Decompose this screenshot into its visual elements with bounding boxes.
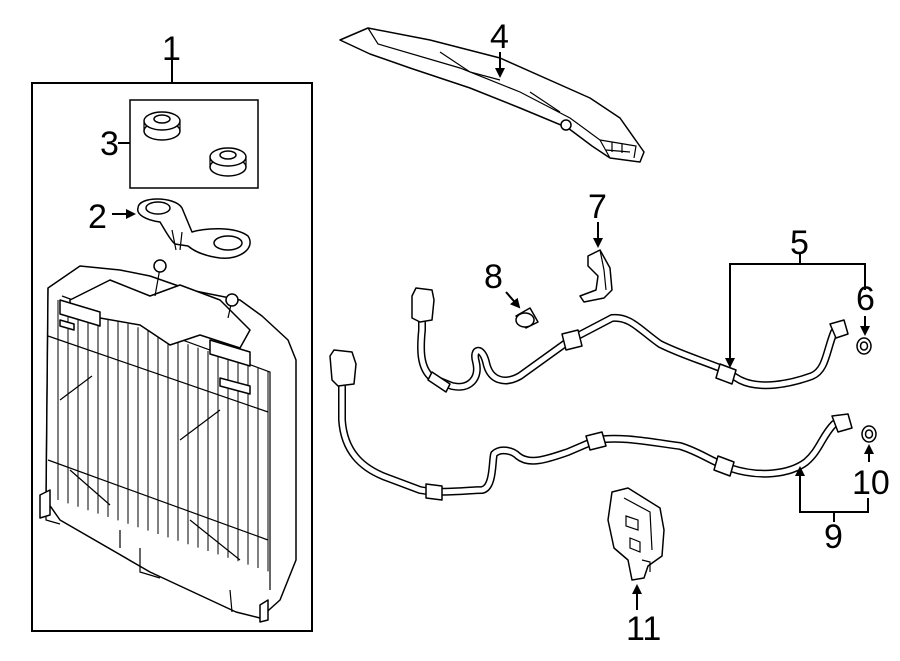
upper-support <box>339 27 645 163</box>
callout-6: 6 <box>856 280 875 318</box>
callout-8: 8 <box>484 258 503 296</box>
lower-bushing <box>209 147 247 177</box>
air-deflector <box>607 487 665 581</box>
grommet <box>515 307 539 329</box>
callout-9: 9 <box>824 518 843 556</box>
radiator-bracket <box>137 198 251 259</box>
radiator-assembly-group <box>31 60 313 632</box>
callout-3: 3 <box>100 125 119 163</box>
seal-ring-10 <box>861 425 877 443</box>
callout-11: 11 <box>626 610 661 648</box>
upper-cooler-line <box>411 287 849 393</box>
upper-cooler-line-hose <box>417 296 838 391</box>
radiator-core <box>39 259 297 623</box>
hose-clip <box>579 249 613 303</box>
callout-1: 1 <box>162 30 181 68</box>
callout-2: 2 <box>88 198 107 236</box>
callout-4: 4 <box>490 18 509 56</box>
lower-cooler-line <box>329 349 853 501</box>
callout-10: 10 <box>852 464 890 502</box>
seal-ring-6 <box>856 337 872 355</box>
callout-5-bracket <box>729 263 866 356</box>
callout-5: 5 <box>790 224 809 262</box>
callout-7: 7 <box>588 188 607 226</box>
callout-8-arrow <box>505 291 521 309</box>
upper-bushing <box>143 111 181 141</box>
